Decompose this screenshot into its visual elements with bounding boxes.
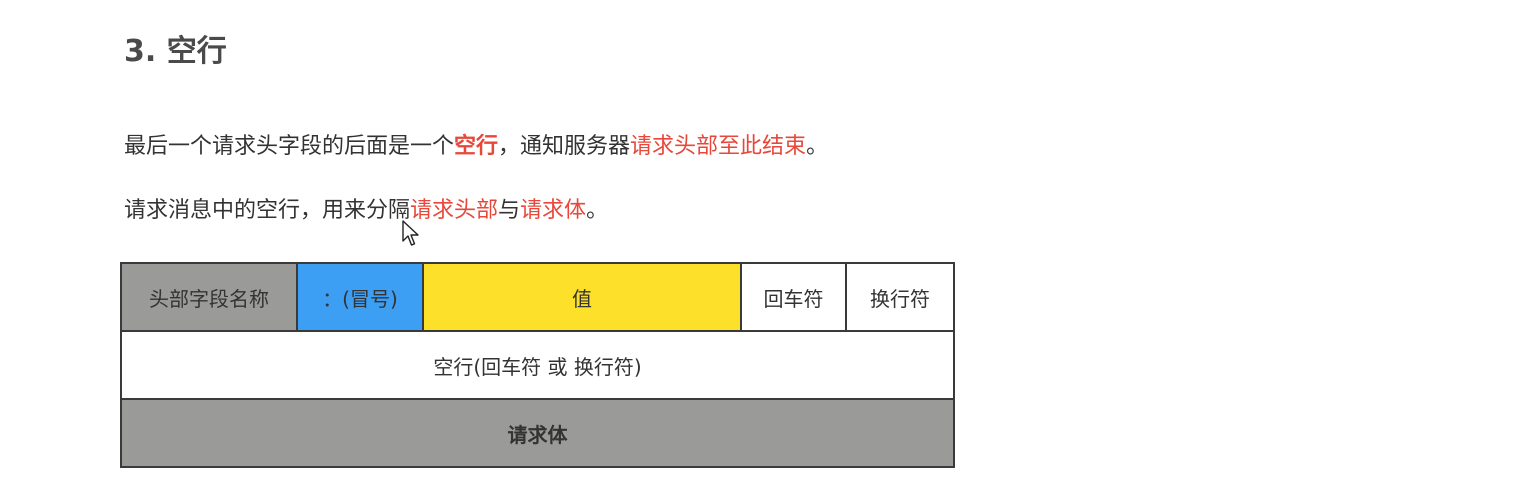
- cell-value: 值: [422, 262, 742, 332]
- cell-colon: ：(冒号): [296, 262, 424, 332]
- blank-line-row: 空行(回车符 或 换行符): [120, 330, 955, 400]
- highlight-request-headers: 请求头部: [410, 198, 499, 223]
- paragraph2-text-3: 。: [586, 198, 609, 223]
- cell-carriage-return: 回车符: [740, 262, 847, 332]
- highlight-request-body: 请求体: [520, 198, 587, 223]
- mouse-pointer-icon: [402, 220, 419, 246]
- paragraph1-text-2: ，通知服务器: [498, 134, 631, 159]
- header-line-row: 头部字段名称 ：(冒号) 值 回车符 换行符: [120, 262, 955, 332]
- cell-line-feed: 换行符: [845, 262, 955, 332]
- paragraph-blank-line-purpose: 请求消息中的空行，用来分隔请求头部与请求体。: [124, 195, 608, 227]
- paragraph2-text-2: 与: [498, 198, 521, 223]
- paragraph1-text-3: 。: [806, 134, 829, 159]
- section-heading: 3. 空行: [124, 34, 227, 69]
- highlight-header-end: 请求头部至此结束: [630, 134, 807, 159]
- request-body-row: 请求体: [120, 398, 955, 468]
- paragraph2-text-1: 请求消息中的空行，用来分隔: [124, 198, 411, 223]
- paragraph1-text-1: 最后一个请求头字段的后面是一个: [124, 134, 455, 159]
- paragraph-blank-line-definition: 最后一个请求头字段的后面是一个空行，通知服务器请求头部至此结束。: [124, 131, 828, 163]
- request-structure-diagram: 头部字段名称 ：(冒号) 值 回车符 换行符 空行(回车符 或 换行符) 请求体: [120, 262, 955, 468]
- cell-field-name: 头部字段名称: [120, 262, 298, 332]
- highlight-blank-line: 空行: [454, 134, 499, 159]
